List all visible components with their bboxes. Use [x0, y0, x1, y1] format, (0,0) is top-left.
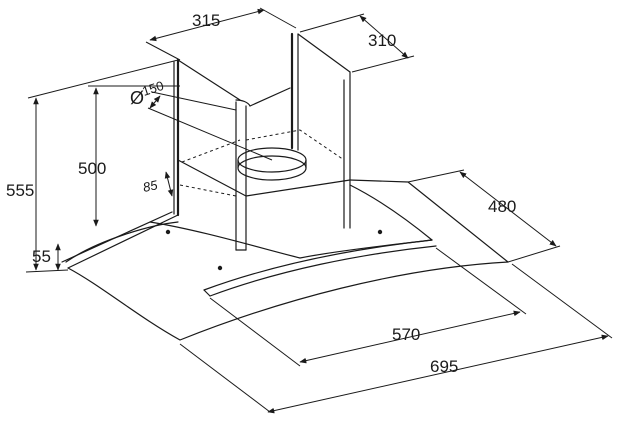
label-chimney-height: 500 [78, 159, 106, 178]
label-chimney-width: 315 [192, 11, 220, 30]
chimney [173, 32, 351, 251]
label-duct-diameter: 150 [140, 78, 165, 99]
ext-315-left [145, 41, 181, 61]
body-right-curve [349, 184, 433, 241]
ext-150-lower [147, 107, 273, 161]
screw-dot [377, 229, 383, 235]
chimney-top-back-edge [249, 87, 291, 107]
body-front-curve [203, 239, 433, 291]
dim-150 [149, 95, 161, 109]
label-chimney-depth: 310 [368, 31, 396, 50]
label-canopy-depth: 480 [488, 197, 516, 216]
chimney-top-left-edge [177, 59, 241, 101]
duct-collar-sides [237, 159, 307, 169]
glass-left-curve [65, 221, 179, 263]
screw-dot [165, 229, 171, 235]
label-overall-width: 695 [430, 357, 458, 376]
dim-85 [164, 171, 174, 197]
ext-555-top [27, 59, 179, 99]
ext-310-top [299, 13, 365, 33]
label-overall-height: 555 [6, 181, 34, 200]
chimney-top-right-edge [297, 33, 351, 73]
ext-695-right [511, 263, 613, 339]
ext-150-upper [151, 91, 237, 111]
label-duct-offset: 85 [142, 177, 160, 195]
ext-480-bottom [507, 245, 561, 263]
body-back-curve [149, 221, 433, 259]
dim-315 [149, 8, 265, 42]
ext-315-right [259, 7, 297, 29]
body-front-curve-lower [209, 245, 437, 297]
dim-480 [459, 171, 557, 247]
dimension-lines [25, 7, 613, 414]
label-canopy-height: 55 [32, 247, 51, 266]
dim-695 [267, 334, 609, 414]
ext-310-bottom [351, 55, 415, 73]
chimney-top-corner [235, 99, 251, 107]
label-diameter-symbol: Ø [130, 88, 144, 108]
dim-310 [359, 15, 409, 59]
canopy-left-back-edge [67, 214, 179, 269]
ext-570-right [435, 247, 527, 315]
body-front-corner [203, 289, 211, 297]
hidden-edge-2 [245, 129, 345, 161]
hidden-edge-1 [181, 139, 241, 163]
label-inner-width: 570 [392, 325, 420, 344]
ext-555-bottom [25, 269, 69, 273]
ext-480-top [407, 169, 465, 183]
dimension-labels: 315 310 Ø 150 500 555 85 55 480 570 695 [6, 11, 516, 376]
ext-695-left [179, 343, 271, 413]
glass-front-edge [67, 261, 509, 341]
chimney-bottom-edge [177, 159, 351, 197]
ext-570-left [209, 297, 301, 367]
canopy [61, 179, 509, 341]
screw-dot [217, 265, 223, 271]
canopy-right-back-edge [349, 179, 509, 263]
